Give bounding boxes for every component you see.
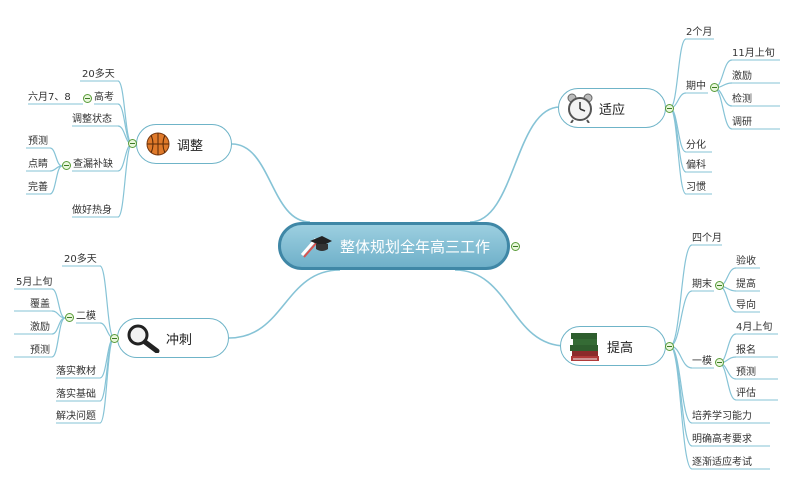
books-icon (570, 333, 599, 361)
connector-line (117, 143, 133, 218)
subtopic[interactable]: 完善 (28, 182, 48, 193)
connector-line (718, 285, 737, 313)
connector-line (51, 288, 66, 319)
topic-improve-label: 提高 (607, 340, 634, 356)
subtopic[interactable]: 导向 (736, 300, 756, 311)
connector-line (669, 345, 693, 447)
subtopic[interactable]: 20多天 (82, 69, 115, 80)
collapse-toggle[interactable] (110, 334, 119, 343)
collapse-toggle[interactable] (710, 83, 719, 92)
magnifier-icon (127, 324, 160, 353)
subtopic[interactable]: 11月上旬 (732, 48, 775, 59)
collapse-toggle[interactable] (65, 313, 74, 322)
collapse-toggle[interactable] (715, 358, 724, 367)
subtopic[interactable]: 期中 (686, 81, 706, 92)
collapse-toggle[interactable] (83, 94, 92, 103)
connector-line (99, 337, 115, 424)
topic-sprint[interactable]: 冲刺 (117, 318, 229, 358)
connector-line (669, 244, 693, 347)
subtopic[interactable]: 查漏补缺 (73, 159, 113, 170)
collapse-toggle[interactable] (128, 139, 137, 148)
topic-adapt[interactable]: 适应 (558, 88, 666, 128)
topic-adjust-label: 调整 (177, 138, 204, 154)
subtopic[interactable]: 评估 (736, 388, 756, 399)
connector-line (49, 165, 63, 195)
connector-line (718, 362, 737, 401)
subtopic[interactable]: 预测 (736, 367, 756, 378)
subtopic[interactable]: 分化 (686, 140, 706, 151)
subtopic[interactable]: 四个月 (692, 233, 722, 244)
subtopic[interactable]: 做好热身 (72, 205, 112, 216)
connector-line (669, 38, 687, 109)
connector-line (454, 269, 567, 347)
subtopic[interactable]: 提高 (736, 279, 756, 290)
connector-line (669, 107, 687, 173)
subtopic[interactable]: 调整状态 (72, 114, 112, 125)
subtopic[interactable]: 验收 (736, 256, 756, 267)
subtopic[interactable]: 点睛 (28, 159, 48, 170)
connector-line (231, 143, 311, 223)
alarm-clock-icon (567, 93, 593, 123)
topic-adapt-label: 适应 (599, 102, 626, 118)
subtopic[interactable]: 20多天 (64, 254, 97, 265)
subtopic[interactable]: 覆盖 (30, 299, 50, 310)
collapse-toggle[interactable] (665, 342, 674, 351)
connector-line (669, 345, 693, 470)
connector-line (713, 87, 733, 130)
collapse-toggle[interactable] (511, 242, 520, 251)
subtopic[interactable]: 解决问题 (56, 411, 96, 422)
connector-line (99, 337, 115, 402)
subtopic[interactable]: 2个月 (686, 27, 713, 38)
subtopic[interactable]: 逐渐适应考试 (692, 457, 752, 468)
topic-improve[interactable]: 提高 (560, 326, 666, 366)
connector-line (49, 147, 63, 167)
collapse-toggle[interactable] (62, 161, 71, 170)
central-topic-label: 整体规划全年高三工作 (339, 237, 490, 256)
subtopic[interactable]: 预测 (28, 136, 48, 147)
subtopic[interactable]: 习惯 (686, 182, 706, 193)
subtopic[interactable]: 激励 (30, 322, 50, 333)
subtopic[interactable]: 六月7、8 (28, 92, 71, 103)
subtopic[interactable]: 明确高考要求 (692, 434, 752, 445)
connector-line (469, 106, 561, 223)
subtopic[interactable]: 期末 (692, 279, 712, 290)
basketball-icon (146, 132, 170, 156)
subtopic[interactable]: 培养学习能力 (692, 411, 752, 422)
subtopic[interactable]: 偏科 (686, 160, 706, 171)
subtopic[interactable]: 5月上旬 (16, 277, 53, 288)
subtopic[interactable]: 4月上旬 (736, 322, 773, 333)
subtopic[interactable]: 一模 (692, 356, 712, 367)
topic-sprint-label: 冲刺 (166, 332, 193, 348)
connector-line (228, 269, 341, 339)
subtopic[interactable]: 调研 (732, 117, 752, 128)
graduation-cap-icon (300, 236, 332, 258)
subtopic[interactable]: 预测 (30, 345, 50, 356)
connector-line (51, 317, 66, 358)
subtopic[interactable]: 落实基础 (56, 389, 96, 400)
topic-adjust[interactable]: 调整 (136, 124, 232, 164)
connector-line (99, 265, 115, 339)
collapse-toggle[interactable] (715, 281, 724, 290)
subtopic[interactable]: 高考 (94, 92, 114, 103)
subtopic[interactable]: 检测 (732, 94, 752, 105)
subtopic[interactable]: 落实教材 (56, 366, 96, 377)
subtopic[interactable]: 二模 (76, 311, 96, 322)
subtopic[interactable]: 报名 (736, 345, 756, 356)
central-topic[interactable]: 整体规划全年高三工作 (278, 222, 510, 270)
collapse-toggle[interactable] (665, 104, 674, 113)
subtopic[interactable]: 激励 (732, 71, 752, 82)
